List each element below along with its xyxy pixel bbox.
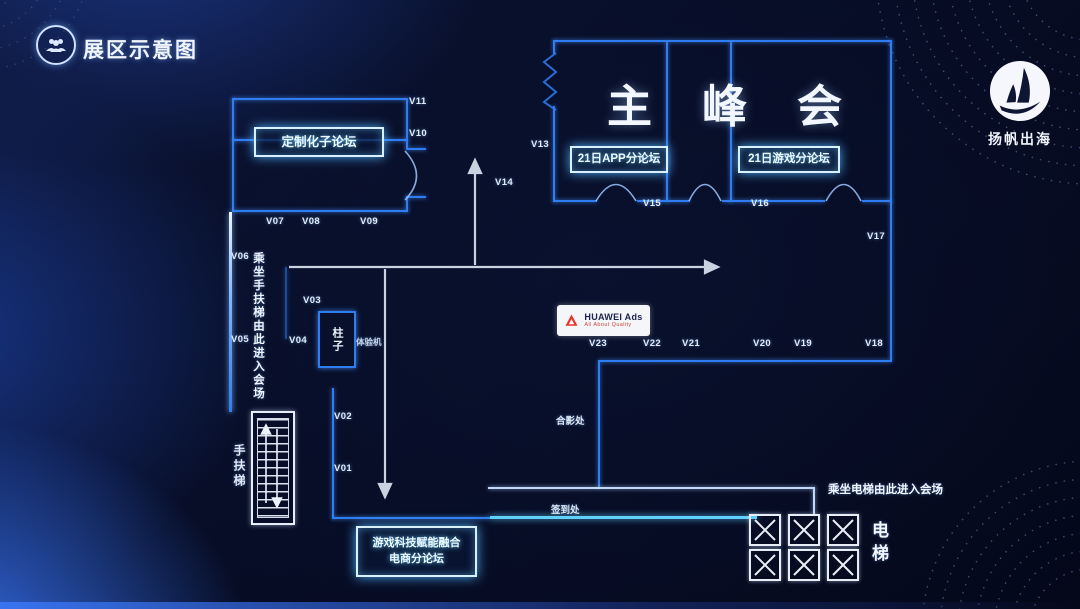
booth-label-V15: V15	[643, 198, 662, 209]
booth-label-V13: V13	[531, 139, 550, 150]
people-icon	[36, 25, 76, 65]
hall-title: 主峰会	[607, 81, 893, 132]
wall	[406, 148, 426, 150]
elevator-cell-icon	[749, 549, 781, 581]
sailboat-icon	[989, 60, 1051, 122]
booth-label-V05: V05	[231, 334, 250, 345]
booth-label-V21: V21	[682, 338, 701, 349]
forum-label-game: 21日游戏分论坛	[738, 146, 840, 173]
bottom-glow-strip	[0, 602, 1080, 609]
elevator-cell-icon	[788, 514, 820, 546]
booth-label-V19: V19	[794, 338, 813, 349]
wall	[406, 196, 408, 212]
escalator-symbol	[251, 411, 295, 525]
pillar-label: 柱子	[331, 326, 343, 353]
sponsor-logo-box: HUAWEI Ads All About Quality	[557, 305, 650, 336]
booth-label-V04: V04	[289, 335, 308, 346]
elevator-cell-icon	[788, 549, 820, 581]
pillar-symbol: 柱子	[318, 311, 356, 368]
escalator-entry-text: 乘坐手扶梯由此进入会场	[252, 252, 264, 401]
path-line-bright	[490, 516, 757, 519]
signin-label: 签到处	[551, 505, 580, 516]
wall	[722, 200, 825, 202]
booth-label-V08: V08	[302, 216, 321, 227]
escalator-label: 手扶梯	[232, 444, 246, 489]
elevator-entry-text: 乘坐电梯由此进入会场	[828, 484, 943, 496]
booth-label-V09: V09	[360, 216, 379, 227]
booth-label-V20: V20	[753, 338, 772, 349]
wall-entry	[229, 212, 232, 412]
elevator-label: 电梯	[869, 521, 888, 567]
wall	[598, 362, 600, 488]
photo-area-label: 合影处	[556, 416, 585, 427]
wall	[406, 98, 408, 150]
wall	[862, 200, 892, 202]
huawei-ads-icon	[565, 314, 578, 326]
booth-label-V16: V16	[751, 198, 770, 209]
page-title: 展区示意图	[83, 39, 198, 62]
wall	[332, 388, 334, 519]
elevator-cell-icon	[749, 514, 781, 546]
booth-label-V11: V11	[409, 96, 427, 107]
elevator-cell-icon	[827, 549, 859, 581]
wall	[553, 106, 555, 202]
forum-label-custom: 定制化子论坛	[254, 127, 384, 157]
forum-label-ecommerce: 游戏科技赋能融合 电商分论坛	[356, 526, 477, 577]
wall-divider	[730, 42, 732, 202]
wall	[637, 200, 690, 202]
booth-label-V01: V01	[334, 463, 353, 474]
brand-name: 扬帆出海	[988, 131, 1052, 147]
wall	[553, 200, 597, 202]
wall	[553, 40, 892, 42]
booth-label-V18: V18	[865, 338, 884, 349]
elevator-bank	[749, 514, 859, 581]
wall	[232, 210, 408, 212]
wall	[285, 267, 287, 339]
booth-label-V07: V07	[266, 216, 285, 227]
sponsor-name: HUAWEI Ads	[584, 311, 643, 322]
booth-label-V14: V14	[495, 177, 514, 188]
elevator-cell-icon	[827, 514, 859, 546]
booth-label-V02: V02	[334, 411, 353, 422]
brand-logo: 扬帆出海	[988, 60, 1052, 149]
wall	[232, 98, 234, 212]
booth-label-V06: V06	[231, 251, 250, 262]
booth-label-V10: V10	[409, 128, 428, 139]
booth-label-V23: V23	[589, 338, 608, 349]
wall	[232, 98, 408, 100]
booth-label-V22: V22	[643, 338, 662, 349]
path-line-end	[813, 487, 815, 514]
wall-divider	[666, 42, 668, 202]
booth-label-V17: V17	[867, 231, 886, 242]
wall	[406, 196, 426, 198]
wall	[332, 517, 490, 519]
sponsor-tagline: All About Quality	[584, 322, 632, 329]
path-line	[488, 487, 815, 489]
booth-label-V03: V03	[303, 295, 322, 306]
forum-label-app: 21日APP分论坛	[570, 146, 668, 173]
wall	[553, 40, 555, 54]
wall	[598, 360, 890, 362]
demo-machine-label: 体验机	[356, 337, 382, 347]
